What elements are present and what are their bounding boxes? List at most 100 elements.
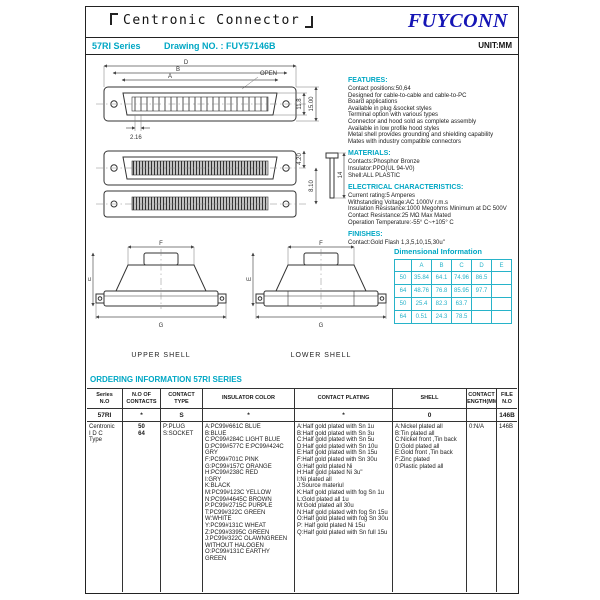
list-line: 64 xyxy=(138,430,145,437)
dim-label-14: 14 xyxy=(338,171,344,178)
list-line: C:PC99#284C LIGHT BLUE xyxy=(205,437,281,444)
dim-cell: 24.3 xyxy=(431,310,452,324)
list-line: Contacts:Phosphor Bronze xyxy=(348,159,420,166)
list-line: Insulation Resistance:1000 Megohms Minim… xyxy=(348,206,507,213)
dim-cell: 85.95 xyxy=(451,284,472,298)
dim-cell xyxy=(491,297,512,311)
list-line: B:BLUE xyxy=(205,430,227,437)
dim-label-d: D xyxy=(184,60,189,66)
list-line: 50 xyxy=(138,424,145,430)
dim-label-g: G xyxy=(319,323,324,329)
list-line: F:Zinc plated xyxy=(395,456,430,463)
dim-label-a: A xyxy=(168,74,172,80)
drawing-number: Drawing NO. : FUY57146B xyxy=(164,41,276,51)
doc-header: Centronic Connector FUYCONN xyxy=(86,7,518,38)
list-line: B:Tin plated all xyxy=(395,430,435,437)
ordering-code-shell: 0 xyxy=(393,409,467,422)
list-line: Connector and hood sold as complete asse… xyxy=(348,118,477,125)
ordering-table: Series N.O N.O OF CONTACTS CONTACT TYPE … xyxy=(87,388,517,592)
ordering-header-contact-plating: CONTACT PLATING xyxy=(295,389,393,409)
corner-mark-icon xyxy=(305,16,314,28)
dim-cell: 78.5 xyxy=(451,310,472,324)
ordering-heading: ORDERING INFORMATION 57RI SERIES xyxy=(90,375,242,384)
list-line: G:PC99#157C ORANGE xyxy=(205,463,272,470)
list-line: H:PC99#238C RED xyxy=(205,470,259,477)
list-line: 146B xyxy=(499,424,514,430)
ordering-code-series: 57RI xyxy=(87,409,123,422)
dim-cell: 48.76 xyxy=(411,284,432,298)
list-line: Current rating:5 Amperes xyxy=(348,193,416,200)
dim-label-g: G xyxy=(159,323,164,329)
list-line: P: Half gold plated Ni 15u xyxy=(297,522,366,529)
list-line: D:PC99#577C E:PC99#424C GRY xyxy=(205,443,284,457)
list-line: Designed for cable-to-cable and cable-to… xyxy=(348,92,467,99)
list-line: B:Half gold plated with Sn 3u xyxy=(297,430,375,437)
dim-label-4-20: 4.20 xyxy=(297,153,303,165)
dim-row: 50 25.4 82.3 63.7 xyxy=(394,297,512,311)
finishes-list: Contact:Gold Flash 1,3,5,10,15,30u" xyxy=(348,240,514,247)
dim-cell xyxy=(471,310,492,324)
dim-cell: 76.8 xyxy=(431,284,452,298)
ordering-header-file: FILE N.O xyxy=(497,389,517,409)
list-line: Contact Resistance:25 MΩ Max Mated xyxy=(348,212,451,219)
dim-cell xyxy=(491,310,512,324)
list-line: D:Gold plated all xyxy=(395,443,440,450)
dim-cell xyxy=(491,284,512,298)
list-line: K:BLACK xyxy=(205,483,231,490)
ordering-body-file: 146B xyxy=(497,422,517,592)
list-line: Withstanding Voltage:AC 1000V r.m.s xyxy=(348,199,449,206)
dim-header-cell: E xyxy=(491,259,512,272)
list-line: Contact:Gold Flash 1,3,5,10,15,30u" xyxy=(348,240,445,247)
dim-header-cell: C xyxy=(451,259,472,272)
list-line: C:Half gold plated with Sn 5u xyxy=(297,437,375,444)
lower-shell-label: LOWER SHELL xyxy=(291,352,352,359)
dim-label-8-10: 8.10 xyxy=(309,180,315,192)
list-line: J:PC99#322C OLAWNGREEN xyxy=(205,536,288,543)
list-line: O:Half gold plated with fog Sn 30u xyxy=(297,516,389,523)
list-line: P:PC99#2715C PURPLE xyxy=(205,503,273,510)
dim-cell: 63.7 xyxy=(451,297,472,311)
ordering-header-series: Series N.O xyxy=(87,389,123,409)
page-title: Centronic Connector xyxy=(110,13,314,28)
list-line: E:Gold front ,Tin back xyxy=(395,450,453,457)
list-line: Available in low profile hood styles xyxy=(348,125,440,132)
dim-label-b: B xyxy=(176,67,180,73)
list-line: 0:N/A xyxy=(469,424,485,430)
list-line: Available in plug &socket styles xyxy=(348,105,432,112)
dim-row: 64 0.51 24.3 78.5 xyxy=(394,310,512,324)
dim-header-row: A B C D E xyxy=(394,259,512,272)
dim-label-e: E xyxy=(88,277,93,281)
list-line: 0:Plastic plated all xyxy=(395,463,444,470)
list-line: F:Half gold plated with Sn 30u xyxy=(297,456,378,463)
list-line: GREEN xyxy=(205,555,227,562)
dim-cell: 50 xyxy=(394,297,412,311)
ordering-code-contact-type: S xyxy=(161,409,203,422)
electrical-heading: ELECTRICAL CHARACTERISTICS: xyxy=(348,184,464,192)
dim-cell xyxy=(471,297,492,311)
dim-cell: 64.1 xyxy=(431,271,452,285)
dim-header-cell: D xyxy=(471,259,492,272)
upper-shell-view: F E G UPPER SHELL xyxy=(88,241,227,359)
dim-cell: 97.7 xyxy=(471,284,492,298)
datasheet-page: Centronic Connector FUYCONN 57RI Series … xyxy=(85,6,519,594)
dimensional-heading: Dimensional Information xyxy=(394,247,482,256)
finishes-heading: FINISHES: xyxy=(348,231,383,239)
materials-heading: MATERIALS: xyxy=(348,150,391,158)
connector-drawing: D B A OPEN 11.8 15.00 xyxy=(96,60,346,218)
ordering-header-contacts: N.O OF CONTACTS xyxy=(123,389,161,409)
ordering-body-contact-length: 0:N/A xyxy=(467,422,497,592)
ordering-code-contacts: * xyxy=(123,409,161,422)
dim-label-f: F xyxy=(159,241,163,247)
dim-cell xyxy=(491,271,512,285)
list-line: Z:PC99#3395C GREEN xyxy=(205,529,270,536)
list-line: Terminal option with various types xyxy=(348,112,439,119)
